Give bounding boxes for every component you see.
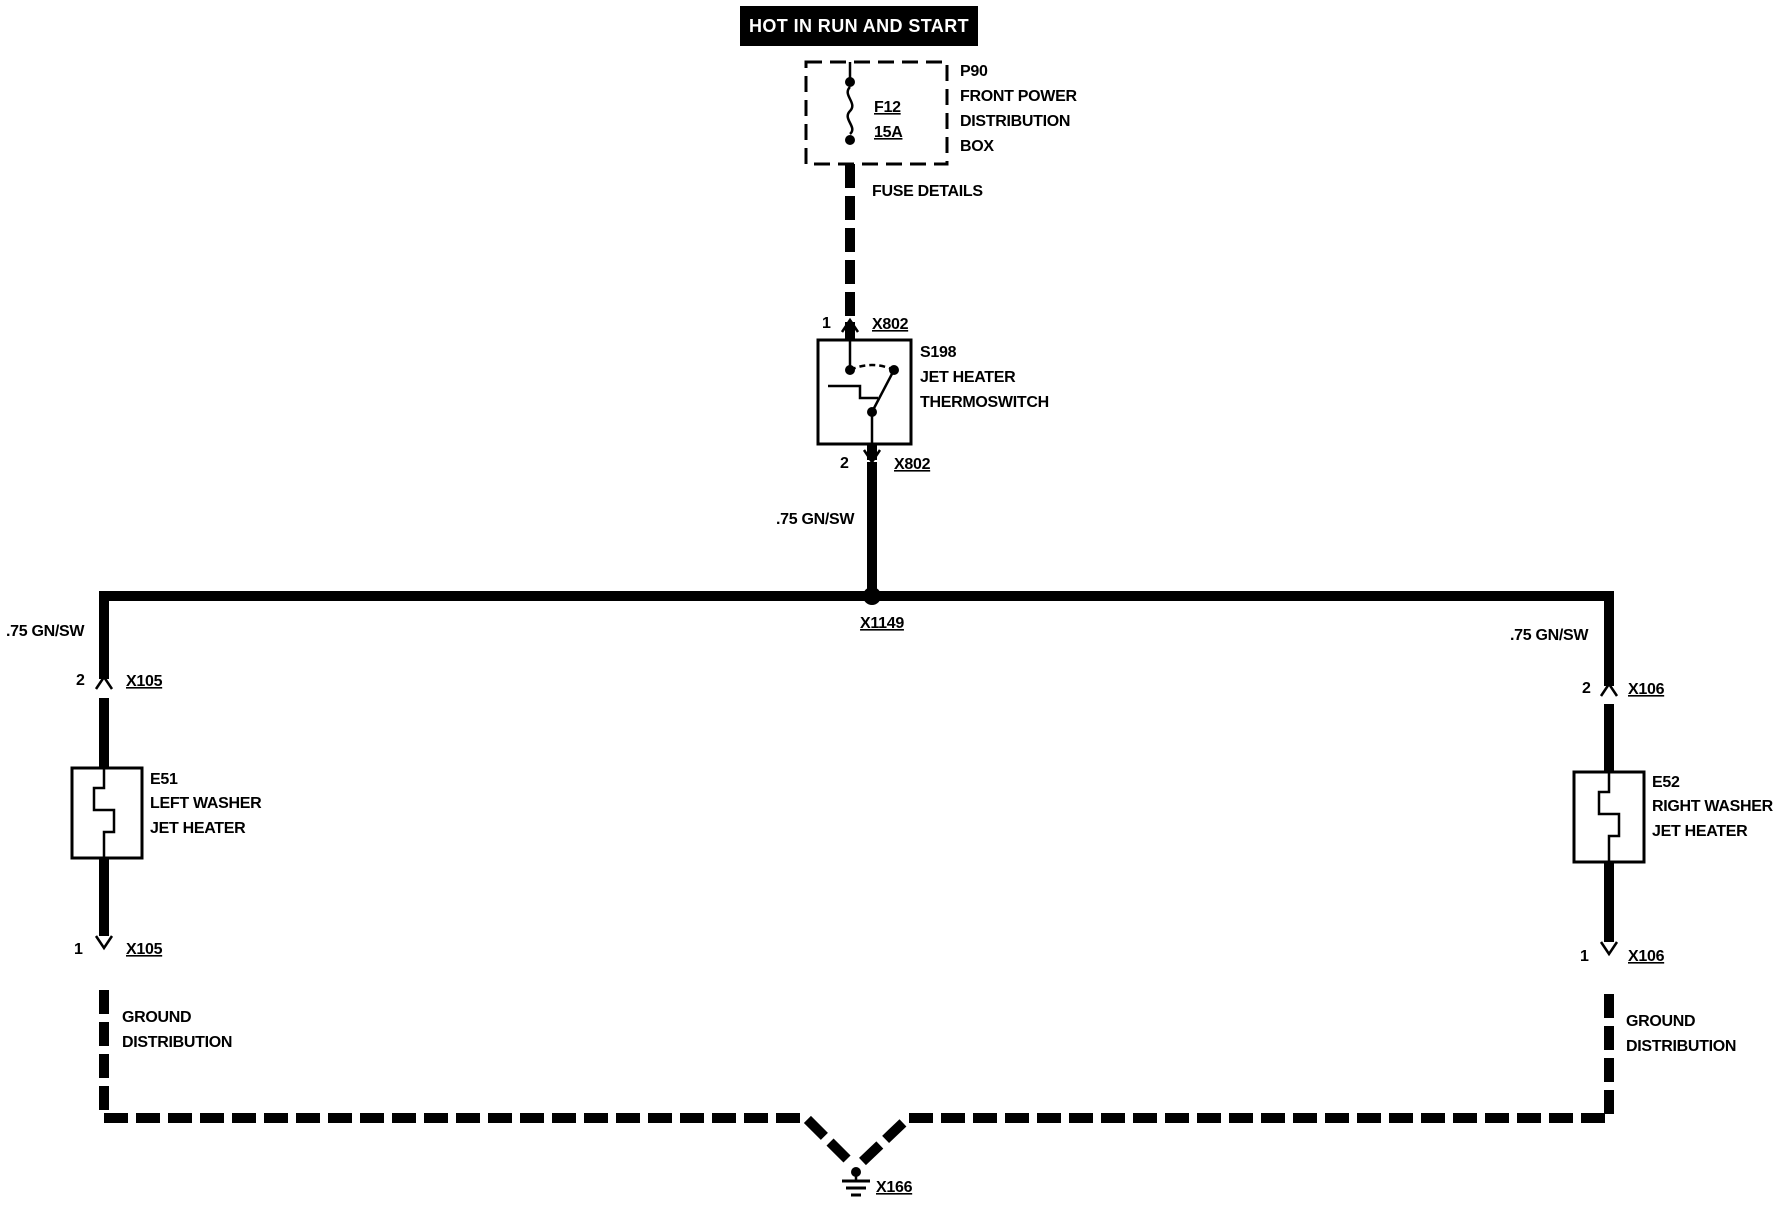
fuse-box-outline (804, 60, 949, 166)
left-ground-line1: GROUND (122, 1009, 191, 1026)
left-heater-name-line2: JET HEATER (150, 820, 246, 837)
fuse-box-name-line1: FRONT POWER (960, 88, 1077, 105)
x105-pin1-number: 1 (74, 941, 83, 958)
thermoswitch-box (816, 338, 913, 446)
x802-pin2-number: 2 (840, 455, 849, 472)
left-heater-name-line1: LEFT WASHER (150, 795, 262, 812)
fuse-rating: 15A (874, 124, 903, 141)
x802-bottom-connector: X802 (894, 456, 931, 473)
x105-pin2-number: 2 (76, 672, 85, 689)
main-wire-label: .75 GN/SW (776, 511, 855, 528)
x106-pin1-number: 1 (1580, 948, 1589, 965)
left-ground-wire (99, 990, 854, 1166)
ground-id: X166 (876, 1179, 913, 1196)
right-heater-element-icon (1597, 772, 1621, 862)
thermoswitch-symbol-icon (828, 340, 899, 444)
fuse-details-link[interactable]: FUSE DETAILS (872, 183, 984, 200)
right-ground-line2: DISTRIBUTION (1626, 1038, 1736, 1055)
x106-pin1-connector-icon (1599, 941, 1619, 957)
x106-bottom-connector: X106 (1628, 948, 1665, 965)
x802-top-connector: X802 (872, 316, 909, 333)
right-heater-id: E52 (1652, 774, 1680, 791)
right-heater-name-line1: RIGHT WASHER (1652, 798, 1774, 815)
splice-bus-wire (99, 591, 1614, 686)
ground-icon (842, 1167, 870, 1197)
x105-top-connector: X105 (126, 673, 163, 690)
left-heater-box (70, 766, 144, 860)
fuse-id: F12 (874, 99, 901, 116)
x106-pin2-number: 2 (1582, 680, 1591, 697)
splice-id: X1149 (860, 615, 904, 632)
x802-pin1-number: 1 (822, 315, 831, 332)
left-wire-label: .75 GN/SW (6, 623, 85, 640)
thermoswitch-name-line2: THERMOSWITCH (920, 394, 1049, 411)
left-ground-line2: DISTRIBUTION (122, 1034, 232, 1051)
thermoswitch-id: S198 (920, 344, 957, 361)
x105-bottom-connector: X105 (126, 941, 163, 958)
x106-pin2-connector-icon (1599, 681, 1619, 697)
left-heater-element-icon (92, 768, 116, 858)
fuse-symbol (845, 62, 855, 145)
hot-in-run-and-start-header: HOT IN RUN AND START (740, 6, 978, 46)
right-ground-wire (858, 994, 1614, 1166)
right-heater-name-line2: JET HEATER (1652, 823, 1748, 840)
x106-top-connector: X106 (1628, 681, 1665, 698)
x802-pin1-connector-icon (840, 317, 860, 333)
splice-x1149-node (863, 587, 881, 605)
hot-label: HOT IN RUN AND START (749, 16, 969, 36)
fuse-box-name-line3: BOX (960, 138, 994, 155)
x105-pin1-connector-icon (94, 935, 114, 951)
fuse-box-name-line2: DISTRIBUTION (960, 113, 1070, 130)
fuse-box-id: P90 (960, 63, 988, 80)
right-wire-label: .75 GN/SW (1510, 627, 1589, 644)
thermoswitch-name-line1: JET HEATER (920, 369, 1016, 386)
x105-pin2-connector-icon (94, 674, 114, 690)
right-ground-line1: GROUND (1626, 1013, 1695, 1030)
left-heater-id: E51 (150, 771, 178, 788)
